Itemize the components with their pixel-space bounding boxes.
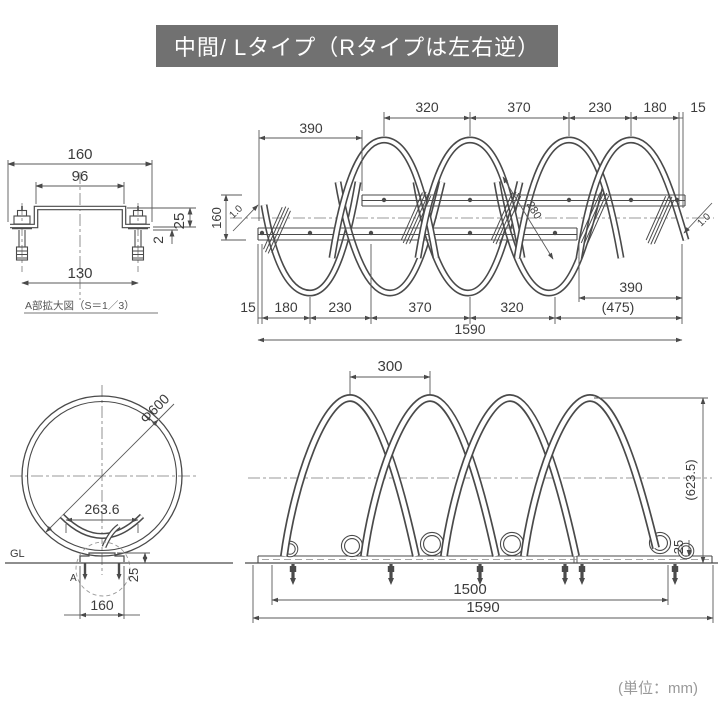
dim-25-end: 25 (126, 568, 141, 582)
dim-160-end: 160 (90, 597, 114, 613)
front-helix-arches (280, 393, 660, 557)
bracket-profile (10, 205, 150, 229)
page-title: 中間/ Lタイプ（Rタイプは左右逆） (173, 35, 541, 60)
detail-a-label: A (70, 573, 77, 584)
front-anchor-bolts (289, 564, 679, 585)
anchor-bolt-left (12, 206, 32, 261)
ring-tube (21, 395, 183, 557)
dim-370-bottom: 370 (408, 299, 432, 315)
detail-caption: A部拡大図（S＝1／3） (25, 299, 135, 312)
dim-phi600: Φ600 (137, 390, 173, 426)
front-base-rail (245, 555, 718, 564)
dim-160-plan: 160 (209, 207, 224, 229)
unit-note-text: (単位：mm) (618, 680, 698, 697)
plan-rail-lower (257, 227, 578, 241)
base-bracket (79, 552, 125, 580)
dim-370-top: 370 (507, 99, 531, 115)
dim-180-top: 180 (643, 99, 667, 115)
detail-callout-A: A (70, 541, 131, 597)
dim-320-bottom: 320 (500, 299, 524, 315)
dim-263-6: 263.6 (84, 501, 119, 517)
dim-15-top: 15 (690, 99, 706, 115)
plan-dimensions-top: 390 320 370 230 180 15 (258, 99, 706, 221)
plan-rail-upper (361, 194, 686, 207)
dim-130: 130 (67, 265, 92, 282)
bracket-detail-view: 160 96 25 2 130 A部拡大図（S＝1／3） (7, 146, 196, 314)
unit-note: (単位：mm) (618, 677, 698, 698)
dim-180-bottom: 180 (274, 299, 298, 315)
ground-label: GL (10, 548, 25, 560)
title-bar: 中間/ Lタイプ（Rタイプは左右逆） (156, 25, 558, 67)
dim-1590-plan: 1590 (454, 321, 485, 337)
dim-2: 2 (150, 236, 166, 244)
dim-160: 160 (67, 146, 92, 163)
bottom-tube-curve (59, 513, 145, 549)
slope-right-label: 1.0 (695, 211, 713, 229)
end-view: Φ600 GL A 263.6 (5, 385, 233, 619)
dim-25: 25 (171, 213, 188, 230)
dim-15-bottom: 15 (240, 299, 256, 315)
dim-96: 96 (72, 168, 89, 185)
dim-230-bottom: 230 (328, 299, 352, 315)
plan-dimension-left: 160 (209, 194, 246, 241)
dim-390-top: 390 (299, 120, 323, 136)
front-dimensions: 300 (623.5) 25 1500 1590 (252, 358, 714, 623)
dim-1590-front: 1590 (466, 599, 499, 616)
dim-25-front: 25 (671, 540, 686, 554)
dim-390-bottom: 390 (619, 279, 643, 295)
front-view: 300 (623.5) 25 1500 1590 (245, 358, 718, 623)
anchor-bolt-right (128, 206, 148, 261)
dim-623-5: (623.5) (683, 459, 698, 500)
dim-475-bottom: (475) (602, 299, 635, 315)
dim-230-top: 230 (588, 99, 612, 115)
dim-300: 300 (377, 358, 402, 375)
end-dimensions: 263.6 25 160 (64, 501, 150, 619)
bracket-caption: A部拡大図（S＝1／3） (24, 299, 158, 314)
plan-view: 390 320 370 230 180 15 160 280 (209, 99, 714, 343)
dim-320-top: 320 (415, 99, 439, 115)
plan-dimensions-bottom: 15 180 230 370 320 (475) 390 1590 (240, 244, 683, 343)
dim-1500: 1500 (453, 581, 486, 598)
bracket-dimensions: 160 96 25 2 130 (7, 146, 196, 286)
